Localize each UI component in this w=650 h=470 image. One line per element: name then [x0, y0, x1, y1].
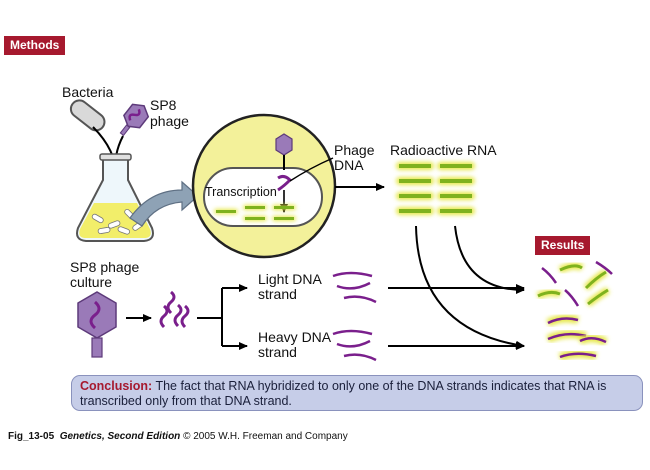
- heavy-dna-strands: [332, 329, 377, 362]
- results-heavy: [546, 314, 608, 361]
- attached-phage-icon: [275, 133, 293, 213]
- results-badge: Results: [535, 236, 591, 255]
- radioactive-rna-bars: [396, 162, 475, 215]
- bacteria-icon: [69, 99, 106, 132]
- dna-duplex-icons: [159, 290, 190, 329]
- copyright-credit: © 2005 W.H. Freeman and Company: [183, 431, 348, 442]
- conclusion-heading: Conclusion:: [80, 379, 153, 393]
- light-dna-label-line1: Light DNA: [258, 271, 322, 287]
- flask-icon: [76, 153, 154, 242]
- transcription-label: Transcription: [205, 185, 277, 199]
- radioactive-rna-label: Radioactive RNA: [390, 142, 497, 158]
- light-dna-strands: [332, 271, 377, 304]
- heavy-dna-label-line2: strand: [258, 344, 297, 360]
- heavy-dna-label-line1: Heavy DNA: [258, 329, 332, 345]
- sp8-phage-icon: [119, 103, 150, 137]
- light-dna-label-line2: strand: [258, 286, 297, 302]
- phage-dna-pointer: [289, 157, 334, 182]
- methods-badge: Methods: [4, 36, 66, 55]
- results-light: [536, 260, 613, 307]
- zoom-arrow: [129, 180, 199, 227]
- book-title: Genetics, Second Edition: [59, 431, 181, 442]
- conclusion-text: The fact that RNA hybridized to only one…: [80, 379, 607, 408]
- sp8-phage-label-line2: phage: [150, 113, 189, 129]
- sp8-culture-label-line2: culture: [70, 274, 113, 290]
- conclusion-box: Conclusion: The fact that RNA hybridized…: [71, 375, 643, 411]
- sp8-phage-label-line1: SP8: [150, 97, 177, 113]
- sp8-culture-label-line1: SP8 phage: [70, 259, 140, 275]
- phage-dna-label-line2: DNA: [334, 157, 364, 173]
- figure-caption: Fig_13-05 Genetics, Second Edition © 200…: [8, 431, 348, 442]
- sp8-culture-phage-icon: [77, 291, 117, 358]
- phage-dna-label-line1: Phage: [334, 142, 375, 158]
- bacteria-label: Bacteria: [62, 84, 114, 100]
- cell-rna-bars: [214, 205, 296, 221]
- figure-id: Fig_13-05: [8, 431, 55, 442]
